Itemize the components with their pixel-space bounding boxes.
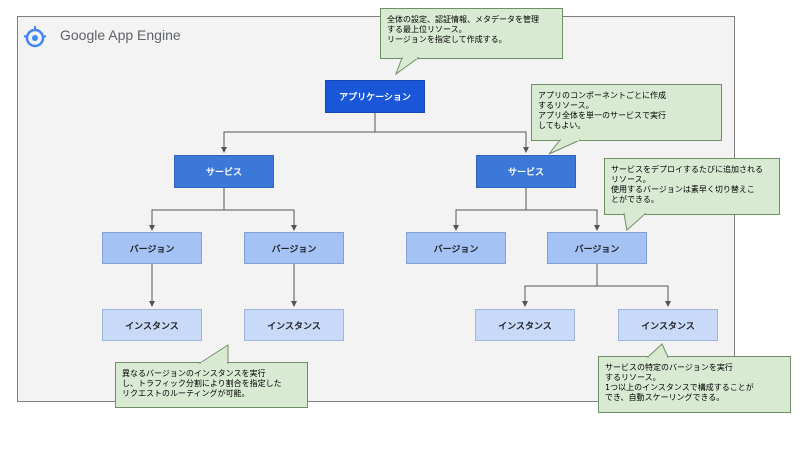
- instance-node: インスタンス: [475, 309, 575, 341]
- note-service: アプリのコンポーネントごとに作成 するリソース。 アプリ全体を単一のサービスで実…: [531, 84, 722, 141]
- note-version: サービスをデプロイするたびに追加される リソース。 使用するバージョンは素早く切…: [604, 158, 780, 215]
- note-instance: サービスの特定のバージョンを実行 するリソース。 1つ以上のインスタンスで構成す…: [598, 356, 791, 413]
- note-traffic-split: 異なるバージョンのインスタンスを実行 し、トラフィック分割により割合を指定した …: [115, 362, 308, 408]
- version-node: バージョン: [244, 232, 344, 264]
- instance-node: インスタンス: [102, 309, 202, 341]
- instance-node: インスタンス: [244, 309, 344, 341]
- instance-node: インスタンス: [618, 309, 718, 341]
- service-node-left: サービス: [174, 155, 274, 188]
- version-node: バージョン: [406, 232, 506, 264]
- service-node-right: サービス: [476, 155, 576, 188]
- version-node: バージョン: [547, 232, 647, 264]
- version-node: バージョン: [102, 232, 202, 264]
- product-name: Google App Engine: [60, 27, 181, 43]
- note-application: 全体の設定、認証情報、メタデータを管理 する最上位リソース。 リージョンを指定し…: [380, 8, 563, 59]
- application-node: アプリケーション: [325, 80, 425, 113]
- app-engine-logo-icon: [23, 26, 47, 48]
